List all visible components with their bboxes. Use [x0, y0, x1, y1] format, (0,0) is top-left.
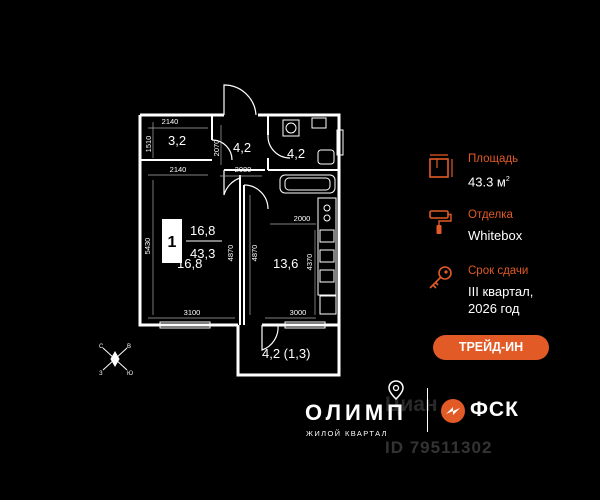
info-finish: Отделка Whitebox [426, 208, 522, 244]
bathtub [279, 174, 336, 194]
dim-top-left-height: 1510 [144, 136, 153, 153]
room-area-bedroom: 16,8 [177, 256, 202, 271]
developer-name: ФСК [470, 398, 519, 421]
dim-left-height: 5430 [143, 238, 152, 255]
room-area-wardrobe: 3,2 [168, 133, 186, 148]
wardrobe-door [211, 139, 233, 161]
project-subtitle: ЖИЛОЙ КВАРТАЛ [306, 429, 388, 438]
outer-wall-left [138, 115, 238, 327]
compass-west: З [99, 371, 103, 377]
entrance-door [223, 84, 257, 116]
floor-plan-icon [429, 154, 453, 178]
project-name: ОЛИМП [305, 400, 407, 425]
toilet [311, 117, 327, 129]
room-area-hall: 4,2 [233, 140, 251, 155]
bathroom-fixtures [279, 117, 336, 194]
total-area: 43,3 [190, 246, 215, 261]
info-deadline: Срок сдачи III квартал, 2026 год [426, 264, 533, 317]
area-label: Площадь [468, 153, 519, 165]
walls [138, 113, 341, 377]
windows [159, 129, 344, 329]
window-bedroom [159, 321, 211, 329]
dim-mid-center-width: 2080 [235, 165, 252, 174]
deadline-label: Срок сдачи [468, 265, 529, 277]
trade-in-button[interactable]: ТРЕЙД-ИН [433, 335, 549, 360]
dim-center-height: 4870 [226, 245, 235, 262]
kitchen-door [243, 184, 269, 210]
summary-badge: 1 16,8 43,3 [162, 219, 222, 263]
key-icon [429, 266, 452, 289]
logo-divider [427, 388, 428, 432]
finish-value: Whitebox [468, 228, 523, 243]
room-area-kitchen: 13,6 [273, 256, 298, 271]
watermark-text: Циан [385, 393, 438, 416]
kitchen-units [317, 197, 337, 315]
location-pin-icon [388, 380, 404, 400]
dimension-lines [148, 122, 316, 319]
window-kitchen [284, 321, 326, 329]
bathroom-door [267, 134, 291, 159]
doors [211, 84, 291, 351]
paint-roller-icon [429, 210, 452, 234]
compass-south: Ю [127, 371, 133, 377]
info-area: Площадь 43.3 м2 [426, 152, 518, 190]
deadline-line-2: 2026 год [468, 301, 520, 316]
balcony-walls [236, 325, 341, 377]
area-value: 43.3 м2 [468, 174, 510, 190]
dim-hall-height: 2070 [212, 140, 221, 157]
fridge [319, 295, 337, 315]
dim-kitchen-height: 4370 [305, 254, 314, 271]
inner-walls [140, 115, 339, 325]
sink [317, 149, 335, 165]
room-area-balcony: 4,2 (1,3) [262, 346, 310, 361]
dim-bottom-left-width: 3100 [184, 308, 201, 317]
finish-label: Отделка [468, 209, 513, 221]
deadline-line-1: III квартал, [468, 284, 534, 299]
compass-north: С [99, 344, 104, 350]
dim-mid-left-width: 2140 [170, 165, 187, 174]
living-area: 16,8 [190, 223, 215, 238]
balcony-door [261, 324, 279, 351]
window-bath [336, 129, 344, 156]
compass-east: В [127, 344, 131, 350]
kitchen-counter [317, 197, 337, 296]
deadline-value: III квартал, 2026 год [468, 283, 533, 317]
outer-wall-top-right [258, 113, 341, 325]
dim-bottom-right-width: 3000 [290, 308, 307, 317]
dim-right-height: 4870 [250, 245, 259, 262]
dim-kitchen-width: 2000 [294, 214, 311, 223]
compass: С В Ю З [99, 344, 133, 377]
washer [282, 119, 300, 137]
room-area-bathroom: 4,2 [287, 146, 305, 161]
washer-drum [285, 122, 297, 134]
fsk-emblem-icon [441, 399, 465, 423]
bathtub-inner [284, 177, 331, 191]
dim-top-left-width: 2140 [162, 117, 179, 126]
watermark-id: ID 79511302 [385, 438, 493, 457]
rooms-count-box [162, 219, 182, 263]
rooms-count: 1 [168, 234, 177, 251]
bedroom-door [223, 170, 241, 196]
